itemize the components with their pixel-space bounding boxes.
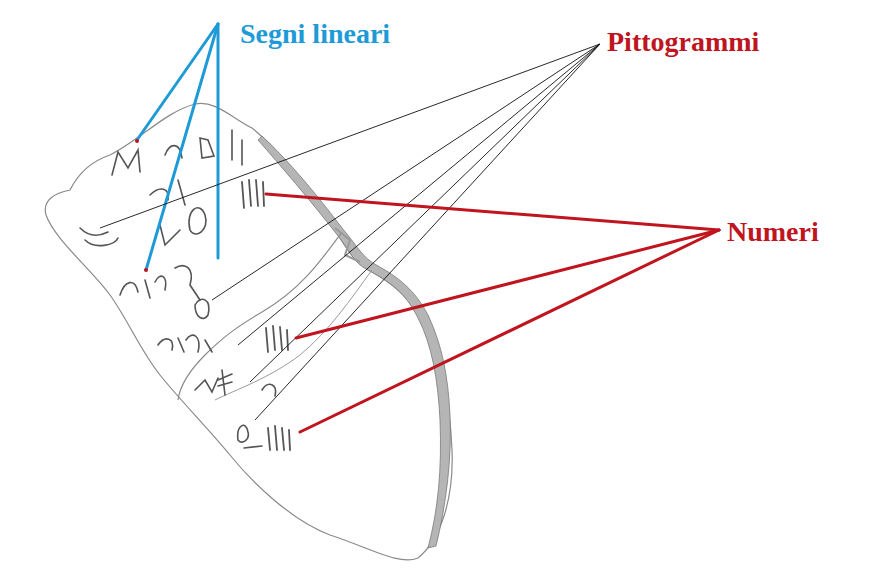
tablet-outline xyxy=(45,103,452,560)
crack-line xyxy=(215,270,372,400)
leader-dots xyxy=(135,139,148,272)
leader-lines xyxy=(100,44,600,420)
crack-line xyxy=(335,228,360,262)
callout-label: Numeri xyxy=(727,218,819,246)
leader-lines xyxy=(266,194,719,432)
incised-signs xyxy=(80,130,276,448)
callout-label: Pittogrammi xyxy=(607,28,759,56)
fracture-shading xyxy=(258,136,450,548)
numeral-strokes xyxy=(242,180,290,450)
callout-label: Segni lineari xyxy=(240,20,390,48)
crack-line xyxy=(178,232,342,400)
leader-lines xyxy=(137,24,218,270)
